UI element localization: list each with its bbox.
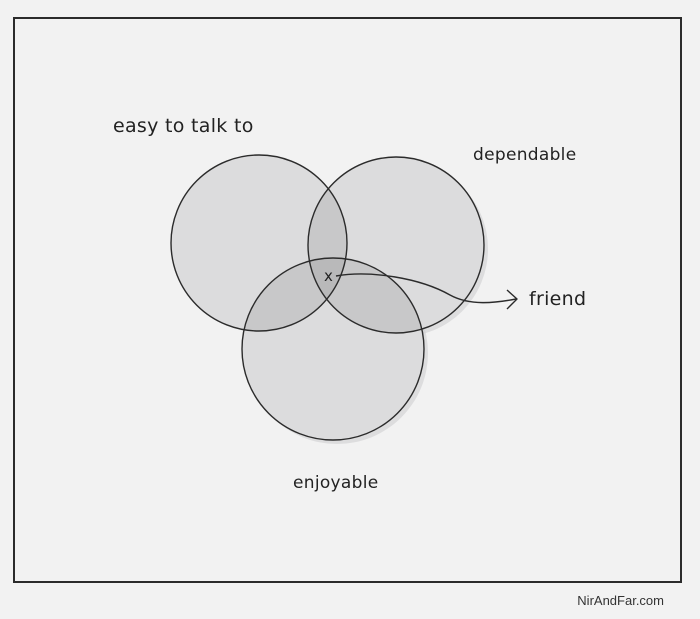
overlap-a-c (242, 258, 347, 331)
label-dependable: dependable (473, 145, 576, 165)
credit-text: NirAndFar.com (577, 593, 664, 608)
label-friend: friend (529, 288, 586, 310)
overlap-b-c (308, 258, 424, 333)
intersection-marker: x (324, 267, 333, 285)
circle-dependable-outline (307, 156, 485, 334)
circle-easy-to-talk-to-outline (170, 154, 348, 332)
label-easy-to-talk-to: easy to talk to (113, 115, 254, 137)
arrow-line (335, 273, 517, 304)
circle-enjoyable-outline (241, 257, 425, 441)
label-enjoyable: enjoyable (293, 473, 379, 493)
arrow-head-icon (506, 289, 518, 310)
